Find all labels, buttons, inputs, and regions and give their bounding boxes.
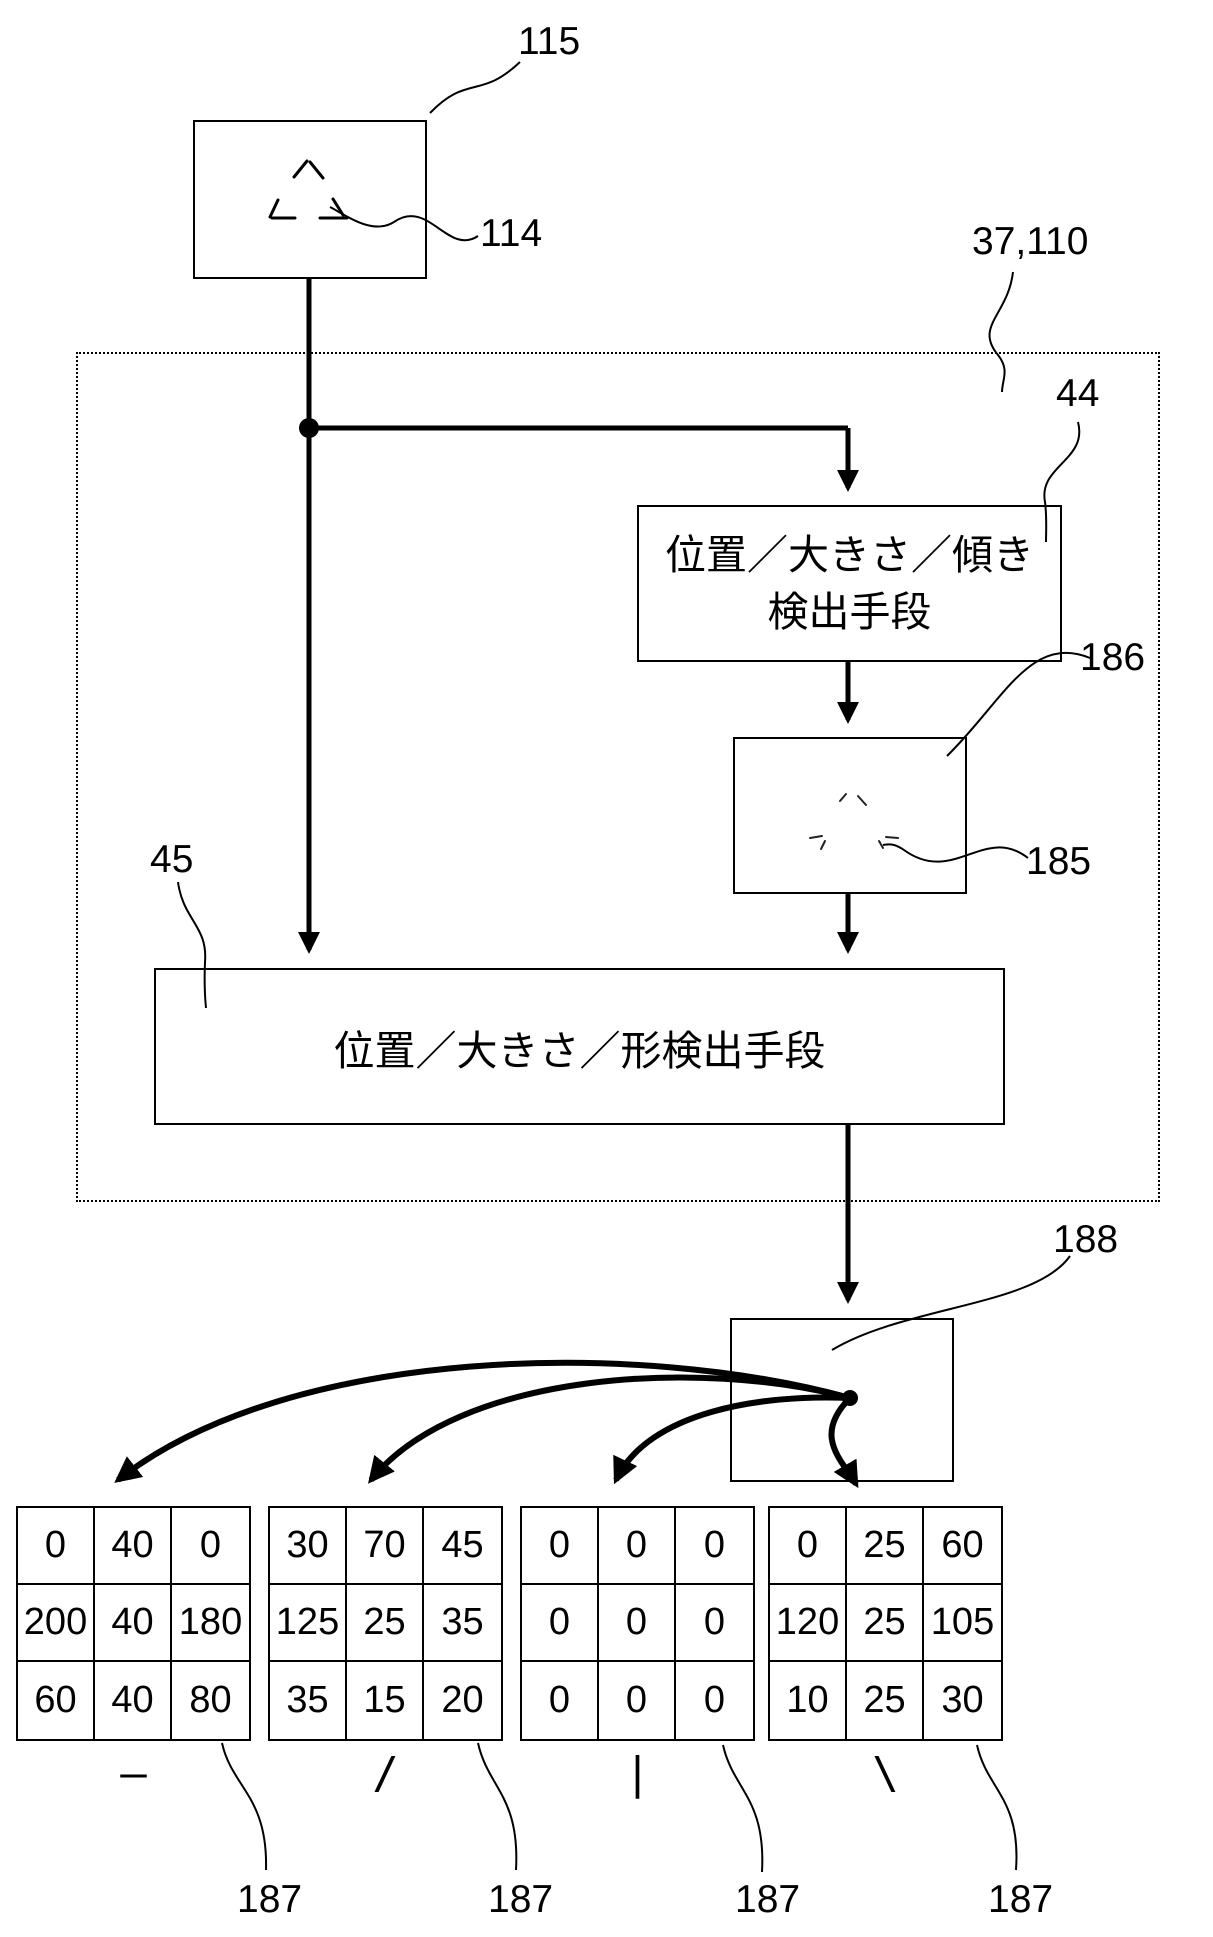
horizontal-stroke-icon: — <box>120 1748 147 1799</box>
table-cell: 0 <box>599 1585 676 1662</box>
table-cell: 0 <box>676 1585 753 1662</box>
table-cell: 25 <box>847 1585 924 1662</box>
table-cell: 80 <box>189 1679 232 1721</box>
table-cell: 0 <box>599 1508 676 1585</box>
ref-114: 114 <box>480 212 543 255</box>
table-cell: 0 <box>522 1662 599 1739</box>
table-cell: 0 <box>172 1508 249 1585</box>
ref-45: 45 <box>150 838 194 881</box>
ref-187-4: 187 <box>988 1878 1054 1921</box>
table-cell: 40 <box>95 1585 172 1662</box>
tilt-detector-label-line2: 検出手段 <box>767 588 932 635</box>
table-cell: 40 <box>95 1662 172 1739</box>
table-cell: 0 <box>770 1508 847 1585</box>
table-cell: 0 <box>676 1508 753 1585</box>
shape-detector-box: 位置／大きさ／形検出手段 <box>154 968 1005 1125</box>
ref-37-110: 37,110 <box>972 220 1089 263</box>
tilt-detector-label-line1: 位置／大きさ／傾き <box>665 531 1034 578</box>
table-cell: 0 <box>599 1662 676 1739</box>
ref-188: 188 <box>1053 1218 1119 1261</box>
table-cell: 25 <box>847 1508 924 1585</box>
module-boundary-box <box>76 352 1160 1202</box>
shape-detector-label: 位置／大きさ／形検出手段 <box>333 1027 826 1074</box>
table-cell: 0 <box>703 1679 726 1721</box>
ref-187-1: 187 <box>237 1878 303 1921</box>
output-image-box <box>730 1318 954 1482</box>
table-cell: 30 <box>270 1508 347 1585</box>
table-cell: 180 <box>172 1585 249 1662</box>
table-cell: 45 <box>424 1508 501 1585</box>
ref-187-3: 187 <box>735 1878 801 1921</box>
leader-115 <box>429 61 521 114</box>
table-cell: 0 <box>522 1585 599 1662</box>
table-cell: 200 <box>18 1585 95 1662</box>
ref-186: 186 <box>1080 636 1146 679</box>
ref-44: 44 <box>1056 372 1100 415</box>
table-cell: 60 <box>924 1508 1001 1585</box>
table-cell: 10 <box>770 1662 847 1739</box>
table-cell: 30 <box>941 1679 984 1721</box>
table-cell: 70 <box>347 1508 424 1585</box>
table-cell: 125 <box>270 1585 347 1662</box>
tilt-detector-box: 位置／大きさ／傾き 検出手段 <box>637 505 1062 662</box>
vertical-stroke-icon: | <box>624 1748 651 1799</box>
table-cell: 35 <box>424 1585 501 1662</box>
ref-185: 185 <box>1026 840 1092 883</box>
normalized-image-box <box>733 737 967 894</box>
input-image-box <box>193 120 427 279</box>
falling-diagonal-stroke-icon: \ <box>872 1748 899 1799</box>
table-cell: 20 <box>441 1679 484 1721</box>
table-cell: 60 <box>18 1662 95 1739</box>
table-cell: 0 <box>18 1508 95 1585</box>
ref-187-2: 187 <box>488 1878 554 1921</box>
table-cell: 0 <box>522 1508 599 1585</box>
rising-diagonal-stroke-icon: / <box>372 1748 399 1799</box>
ref-115: 115 <box>518 20 581 63</box>
table-cell: 40 <box>95 1508 172 1585</box>
table-cell: 35 <box>270 1662 347 1739</box>
table-cell: 120 <box>770 1585 847 1662</box>
table-cell: 25 <box>847 1662 924 1739</box>
table-cell: 15 <box>347 1662 424 1739</box>
table-cell: 105 <box>924 1585 1001 1662</box>
table-cell: 25 <box>347 1585 424 1662</box>
